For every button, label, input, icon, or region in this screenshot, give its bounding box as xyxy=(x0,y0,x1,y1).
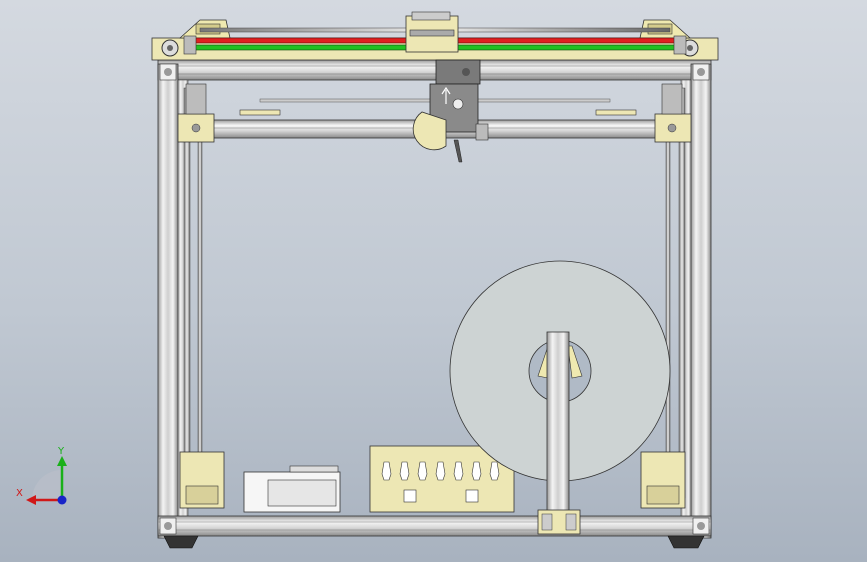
frame-left-outer-post xyxy=(157,63,179,539)
x-axis-label: X xyxy=(16,488,23,499)
pulley-left xyxy=(161,35,197,57)
frame-right-outer-post xyxy=(690,63,712,539)
frame-top-extrusion xyxy=(157,59,712,81)
z-leadscrew-right xyxy=(665,109,671,501)
z-leadscrew-left xyxy=(197,109,203,501)
gantry-block-right xyxy=(654,83,692,143)
pulley-right xyxy=(673,35,699,57)
foot-left xyxy=(163,535,199,549)
z-motor-mount-left xyxy=(179,451,225,509)
frame-bottom-extrusion xyxy=(157,515,712,537)
top-carriage xyxy=(405,11,459,53)
z-motor-mount-right xyxy=(640,451,686,509)
spool-holder xyxy=(537,331,581,535)
axis-triad-icon: Y X xyxy=(16,446,67,505)
z-rod-right xyxy=(678,87,686,499)
gantry-block-left xyxy=(177,83,215,143)
foot-right xyxy=(667,535,705,549)
extruder-carriage xyxy=(412,59,489,163)
power-supply-box xyxy=(369,445,515,513)
control-board-box xyxy=(243,465,341,513)
y-axis-label: Y xyxy=(57,446,65,457)
z-rod-left xyxy=(183,87,191,499)
